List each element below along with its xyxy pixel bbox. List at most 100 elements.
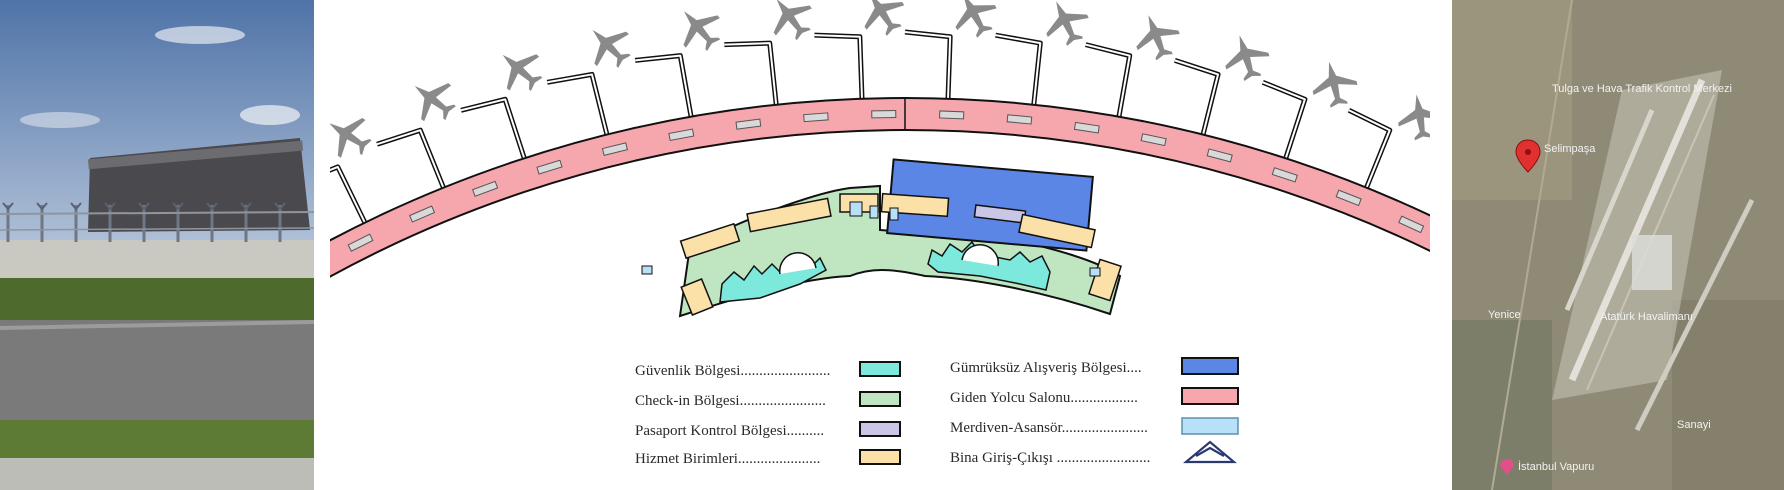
pier-window [1006,114,1033,125]
jet-bridge-inner [1085,43,1131,117]
fence-post-top [70,202,82,211]
aircraft-icon [773,0,812,41]
aircraft-layer [330,0,1430,158]
map-field [1672,300,1784,490]
map-label-town: Selimpaşa [1544,143,1596,155]
legend-swatch-stairs [1181,417,1239,435]
pier-window [803,112,829,123]
legend-swatch-passport [859,421,901,437]
aircraft-icon [1312,61,1358,108]
jet-bridges [330,29,1393,224]
jet-bridge [995,32,1043,106]
fence-post-top [172,202,184,211]
jet-bridge-inner [547,73,608,135]
jet-bridge-inner [635,54,693,117]
map-label-poi: İstanbul Vapuru [1518,460,1594,473]
legend-label-checkin: Check-in Bölgesi....................... [635,393,826,409]
pier-window [1140,133,1167,147]
legend-label-passport: Pasaport Kontrol Bölgesi.......... [635,423,824,439]
service-unit [680,277,714,317]
fence-wall [0,240,314,278]
aircraft-icon [414,83,456,122]
aircraft-icon [1398,94,1430,141]
stair-elevators [641,201,1101,277]
pier-window [1073,121,1100,134]
legend-label-stairs: Merdiven-Asansör....................... [950,420,1148,436]
terminal-floor-plan: Güvenlik Bölgesi........................… [330,0,1430,490]
terminal-buildings [1632,235,1672,290]
fence-wire [0,227,314,231]
pier-window [1206,148,1233,163]
legend-label-dutyfree: Gümrüksüz Alışveriş Bölgesi.... [950,360,1142,376]
pier-window [601,142,629,156]
legend-label-entrance: Bina Giriş-Çıkışı ......................… [950,450,1150,466]
legend-swatch-checkin [859,391,901,407]
jet-bridge [376,127,446,189]
security-area-right [927,240,1051,291]
airport-satellite-map: Tulga ve Hava Trafik Kontrol Merkezi Sel… [1452,0,1784,490]
location-pin-icon [1515,139,1541,173]
jet-bridge-inner [995,34,1042,105]
aircraft-icon [592,29,631,68]
aircraft-icon [864,0,905,36]
jet-bridge [330,164,368,224]
aircraft-icon [1046,1,1089,46]
pier-window [409,205,436,223]
fence-posts [2,202,286,242]
entrance-exit-icon [1182,440,1238,464]
pier-windows [347,109,1425,252]
jet-bridge-inner [376,129,445,189]
pier-window [347,233,374,252]
pier-window [871,109,897,119]
jet-bridge-inner [1262,81,1306,159]
jet-bridge-inner [1348,109,1391,189]
jet-bridge-inner [1174,59,1220,135]
pier-window [668,128,695,141]
pier-window [939,110,965,120]
legend: Güvenlik Bölgesi........................… [635,357,1239,467]
fence-post-top [2,202,14,211]
fence-post-top [206,202,218,211]
map-label-district: Yenice [1488,309,1521,321]
stair-elevator [869,205,879,219]
legend-label-security: Güvenlik Bölgesi........................ [635,363,830,379]
jet-bridge-inner [460,98,526,159]
jet-bridge [1085,42,1133,118]
legend-swatch-security [859,361,901,377]
jet-bridge [724,40,779,106]
pier-window [1398,215,1425,234]
road [0,320,314,420]
fence-post-top [138,202,150,211]
service-unit [679,222,741,260]
fence-wire [0,211,314,215]
map-label-industry: Sanayi [1677,419,1711,431]
legend-swatch-dutyfree [1181,357,1239,375]
aircraft-icon [330,117,372,158]
cloud [240,105,300,125]
map-label-control-center: Tulga ve Hava Trafik Kontrol Merkezi [1552,83,1732,95]
jet-bridge [814,32,865,99]
fence-post-top [240,202,252,211]
pier-window [735,118,762,130]
stair-elevator [849,201,863,217]
map-label-airport: Atatürk Havalimanı [1600,311,1693,323]
legend-swatch-lounge [1181,387,1239,405]
legend-swatch-service [859,449,901,465]
pier-window [472,180,499,197]
road-curb [0,320,314,330]
cloud [155,26,245,44]
jet-bridge [904,29,953,99]
stair-elevator [1089,267,1101,277]
aircraft-icon [955,0,997,38]
pier-window [536,159,563,175]
aircraft-icon [1136,15,1180,61]
jet-bridge [546,71,610,136]
pier-window [1335,189,1362,207]
runway [1634,198,1755,432]
highway [1491,0,1573,490]
fence-post-top [274,202,286,211]
legend-label-service: Hizmet Birimleri...................... [635,451,820,467]
security-areas [719,240,1051,303]
jet-bridge-inner [904,31,952,99]
runway [1568,78,1706,382]
